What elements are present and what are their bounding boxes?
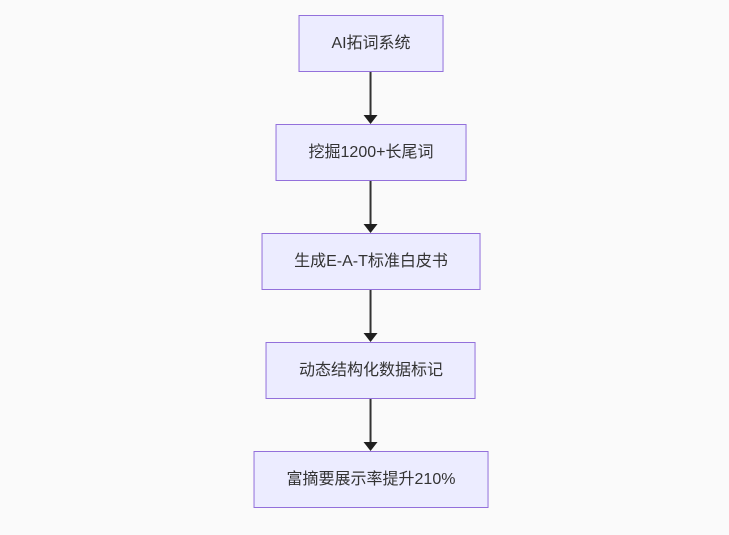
arrow-connector-3 (364, 290, 378, 342)
arrow-connector-4 (364, 399, 378, 451)
flow-node-longtail-mining: 挖掘1200+长尾词 (275, 124, 467, 181)
arrow-line (370, 181, 372, 225)
arrow-line (370, 399, 372, 443)
arrow-down-icon (364, 115, 378, 124)
arrow-connector-1 (364, 72, 378, 124)
flow-node-eat-whitepaper: 生成E-A-T标准白皮书 (261, 233, 481, 290)
arrow-down-icon (364, 333, 378, 342)
flow-node-rich-snippet-result: 富摘要展示率提升210% (253, 451, 489, 508)
arrow-down-icon (364, 224, 378, 233)
flowchart: AI拓词系统 挖掘1200+长尾词 生成E-A-T标准白皮书 动态结构化数据标记… (253, 15, 489, 508)
arrow-down-icon (364, 442, 378, 451)
arrow-connector-2 (364, 181, 378, 233)
flow-node-structured-data-markup: 动态结构化数据标记 (265, 342, 476, 399)
arrow-line (370, 72, 372, 116)
flow-node-ai-keyword-system: AI拓词系统 (298, 15, 444, 72)
arrow-line (370, 290, 372, 334)
